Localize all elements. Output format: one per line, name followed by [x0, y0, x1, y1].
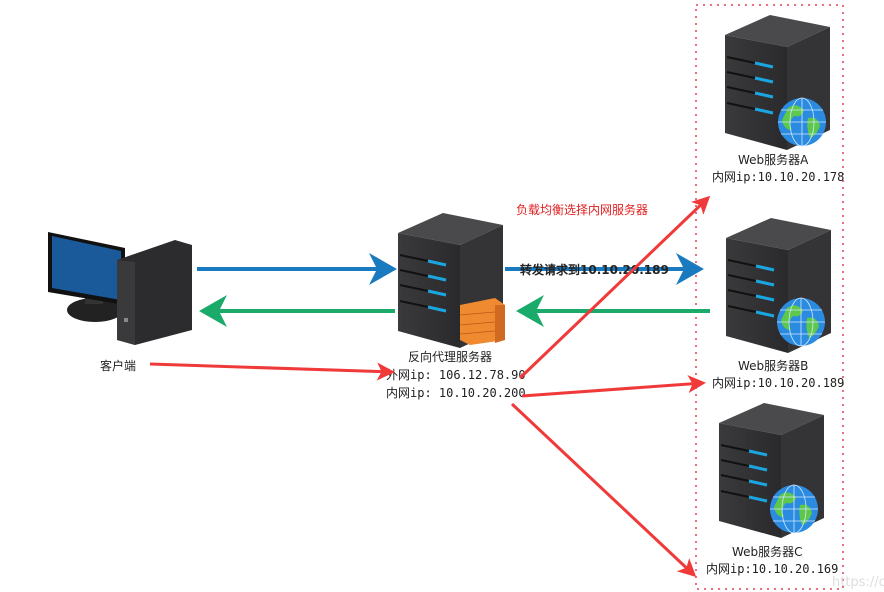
globe-icon: [776, 297, 826, 347]
proxy-to-server-a-arrow: [518, 195, 711, 380]
client-label: 客户端: [100, 358, 136, 373]
proxy-to-server-b-arrow: [521, 375, 706, 398]
firewall-icon: [459, 298, 505, 345]
client-to-proxy-arrow: [149, 362, 395, 381]
globe-icon: [769, 484, 819, 534]
web-server-c-ip: 内网ip:10.10.20.169: [706, 562, 838, 576]
web-server-b-label: Web服务器B: [738, 358, 808, 373]
web-server-a-ip: 内网ip:10.10.20.178: [712, 170, 844, 184]
web-server-b-ip: 内网ip:10.10.20.189: [712, 376, 844, 390]
proxy-label: 反向代理服务器: [408, 349, 492, 364]
globe-icon: [777, 97, 827, 147]
proxy-external-ip: 外网ip: 106.12.78.90: [386, 368, 526, 382]
web-server-c-label: Web服务器C: [732, 544, 803, 559]
watermark: https://c: [832, 575, 884, 590]
proxy-to-server-c-arrow: [510, 402, 697, 578]
forward-label: 转发请求到10.10.20.189: [520, 262, 669, 277]
load-balance-label: 负载均衡选择内网服务器: [516, 202, 648, 217]
client-computer-icon: [48, 232, 192, 345]
web-server-group-border: [695, 4, 844, 590]
proxy-internal-ip: 内网ip: 10.10.20.200: [386, 386, 526, 400]
web-server-a-label: Web服务器A: [738, 152, 809, 167]
